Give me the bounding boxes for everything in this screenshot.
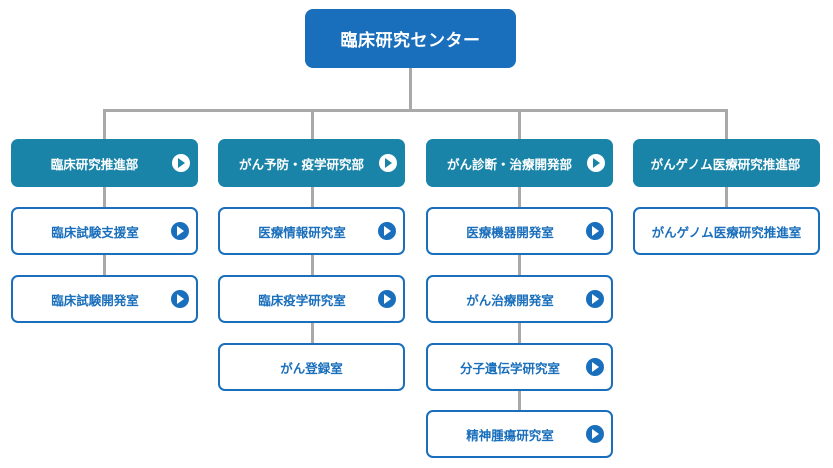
unit-clinical-epidemiology[interactable]: 臨床疫学研究室 bbox=[218, 275, 405, 323]
play-circle-icon bbox=[586, 222, 604, 240]
department-label: がんゲノム医療研究推進部 bbox=[650, 156, 801, 172]
unit-label: がん登録室 bbox=[280, 360, 343, 376]
unit-label: 医療情報研究室 bbox=[258, 224, 346, 240]
play-circle-icon bbox=[171, 222, 189, 240]
department-label: がん診断・治療開発部 bbox=[446, 156, 572, 172]
play-circle-icon bbox=[378, 222, 396, 240]
play-circle-icon bbox=[379, 154, 397, 172]
play-circle-icon bbox=[587, 154, 605, 172]
unit-cancer-genome-medicine: がんゲノム医療研究推進室 bbox=[633, 207, 820, 255]
department-label: がん予防・疫学研究部 bbox=[238, 156, 364, 172]
department-cancer-diagnosis-treatment[interactable]: がん診断・治療開発部 bbox=[426, 139, 613, 187]
department-cancer-prevention-epidemiology[interactable]: がん予防・疫学研究部 bbox=[218, 139, 405, 187]
connector-dept-1 bbox=[103, 109, 106, 140]
unit-label: 精神腫瘍研究室 bbox=[466, 427, 554, 443]
unit-label: 臨床試験開発室 bbox=[51, 292, 139, 308]
play-circle-icon bbox=[378, 290, 396, 308]
connector-horizontal bbox=[103, 109, 728, 112]
department-label: 臨床研究推進部 bbox=[50, 156, 139, 172]
department-cancer-genome-medicine[interactable]: がんゲノム医療研究推進部 bbox=[633, 139, 820, 187]
root-node: 臨床研究センター bbox=[305, 9, 516, 68]
unit-cancer-registry: がん登録室 bbox=[218, 343, 405, 391]
unit-cancer-treatment-development[interactable]: がん治療開発室 bbox=[426, 275, 613, 323]
unit-medical-informatics[interactable]: 医療情報研究室 bbox=[218, 207, 405, 255]
unit-label: 医療機器開発室 bbox=[466, 224, 554, 240]
unit-molecular-genetics[interactable]: 分子遺伝学研究室 bbox=[426, 343, 613, 391]
unit-psycho-oncology[interactable]: 精神腫瘍研究室 bbox=[426, 410, 613, 458]
root-label: 臨床研究センター bbox=[340, 31, 481, 51]
connector-root-down bbox=[409, 68, 412, 112]
play-circle-icon bbox=[172, 154, 190, 172]
connector-dept-4 bbox=[725, 109, 728, 140]
department-clinical-research-promotion[interactable]: 臨床研究推進部 bbox=[11, 139, 198, 187]
connector-col-2 bbox=[311, 187, 314, 343]
play-circle-icon bbox=[586, 425, 604, 443]
connector-dept-3 bbox=[518, 109, 521, 140]
connector-dept-2 bbox=[311, 109, 314, 140]
unit-label: 分子遺伝学研究室 bbox=[459, 360, 560, 376]
play-circle-icon bbox=[586, 358, 604, 376]
unit-clinical-trial-support[interactable]: 臨床試験支援室 bbox=[11, 207, 198, 255]
unit-label: 臨床疫学研究室 bbox=[258, 292, 346, 308]
play-circle-icon bbox=[171, 290, 189, 308]
play-circle-icon bbox=[586, 290, 604, 308]
unit-label: がん治療開発室 bbox=[466, 292, 554, 308]
connector-col-4 bbox=[725, 187, 728, 208]
unit-label: がんゲノム医療研究推進室 bbox=[651, 224, 802, 240]
unit-clinical-trial-development[interactable]: 臨床試験開発室 bbox=[11, 275, 198, 323]
unit-label: 臨床試験支援室 bbox=[51, 224, 139, 240]
unit-medical-device-development[interactable]: 医療機器開発室 bbox=[426, 207, 613, 255]
